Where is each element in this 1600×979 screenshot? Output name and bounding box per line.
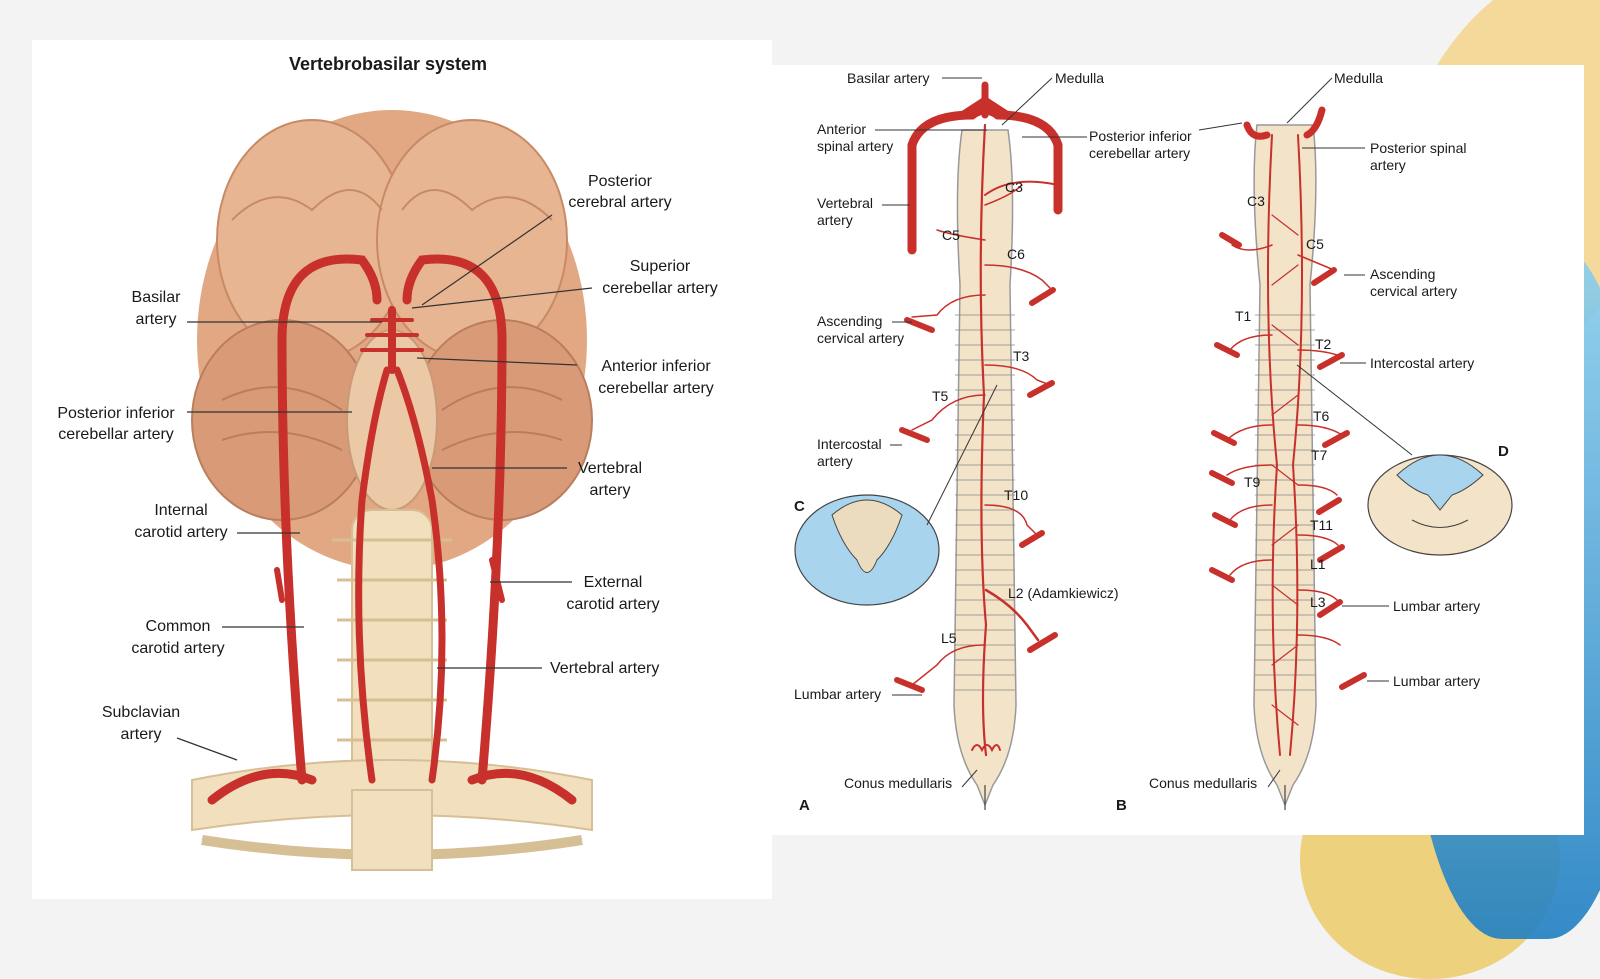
- panel-b-labels: B D Medulla Posterior spinal artery Asce…: [1116, 70, 1509, 814]
- label-posterior-inferior-cerebellar-1: Posterior inferior: [57, 405, 175, 422]
- label-common-carotid-2: carotid artery: [131, 640, 224, 657]
- label-a-pica-1: Posterior inferior: [1089, 128, 1192, 144]
- label-a-ascending-cervical-1: Ascending: [817, 313, 882, 329]
- level-b-c3: C3: [1247, 193, 1265, 209]
- right-leader-lines: [875, 77, 1389, 788]
- spinal-cord-panel: A C Basilar artery Medulla Anterior spin…: [772, 65, 1584, 835]
- level-b-t2: T2: [1315, 336, 1332, 352]
- level-b-t1: T1: [1235, 308, 1252, 324]
- label-vertebral-1: Vertebral: [578, 460, 642, 477]
- level-a-t3: T3: [1013, 348, 1030, 364]
- label-b-ascending-cervical-2: cervical artery: [1370, 283, 1457, 299]
- label-internal-carotid-1: Internal: [154, 502, 207, 519]
- level-a-t5: T5: [932, 388, 949, 404]
- level-b-l1: L1: [1310, 556, 1326, 572]
- level-b-t7: T7: [1311, 447, 1328, 463]
- label-subclavian-1: Subclavian: [102, 704, 180, 721]
- level-b-t9: T9: [1244, 474, 1261, 490]
- level-a-c6: C6: [1007, 246, 1025, 262]
- cross-section-c: [794, 384, 998, 606]
- label-posterior-cerebral-1: Posterior: [588, 173, 653, 190]
- panel-a-labels: A C Basilar artery Medulla Anterior spin…: [794, 70, 1192, 814]
- letter-a: A: [799, 797, 810, 814]
- panel-b-cord: [1253, 124, 1317, 810]
- panel-title: Vertebrobasilar system: [289, 54, 487, 74]
- level-b-t6: T6: [1313, 408, 1330, 424]
- label-b-intercostal-artery: Intercostal artery: [1370, 355, 1474, 371]
- label-a-conus-medullaris: Conus medullaris: [844, 775, 952, 791]
- label-internal-carotid-2: carotid artery: [134, 524, 227, 541]
- label-external-carotid-2: carotid artery: [566, 596, 659, 613]
- cross-section-d: [1296, 364, 1513, 556]
- label-b-posterior-spinal-1: Posterior spinal: [1370, 140, 1467, 156]
- label-superior-cerebellar-1: Superior: [630, 258, 691, 275]
- label-subclavian-2: artery: [121, 726, 162, 743]
- level-a-l5: L5: [941, 630, 957, 646]
- label-vertebral-neck: Vertebral artery: [550, 660, 659, 677]
- label-a-anterior-spinal-2: spinal artery: [817, 138, 893, 154]
- cervical-spine-illustration: [191, 509, 593, 871]
- label-a-medulla: Medulla: [1055, 70, 1104, 86]
- label-superior-cerebellar-2: cerebellar artery: [602, 280, 718, 297]
- label-basilar-2: artery: [136, 311, 177, 328]
- label-common-carotid-1: Common: [146, 618, 211, 635]
- label-basilar-1: Basilar: [132, 289, 182, 306]
- arteries-illustration: [207, 254, 577, 805]
- label-posterior-cerebral-2: cerebral artery: [568, 194, 671, 211]
- letter-c: C: [794, 498, 805, 515]
- label-a-basilar-artery: Basilar artery: [847, 70, 929, 86]
- label-posterior-inferior-cerebellar-2: cerebellar artery: [58, 426, 174, 443]
- label-a-vertebral-2: artery: [817, 212, 853, 228]
- label-b-lumbar-artery-2: Lumbar artery: [1393, 673, 1480, 689]
- level-a-c5: C5: [942, 227, 960, 243]
- panel-b-arteries: [1209, 106, 1367, 756]
- label-a-lumbar-artery: Lumbar artery: [794, 686, 881, 702]
- panel-a-arteries: [894, 81, 1063, 757]
- label-anterior-inferior-cerebellar-1: Anterior inferior: [601, 358, 711, 375]
- label-anterior-inferior-cerebellar-2: cerebellar artery: [598, 380, 714, 397]
- level-a-l2-adamkiewicz: L2 (Adamkiewicz): [1008, 585, 1118, 601]
- label-b-conus-medullaris: Conus medullaris: [1149, 775, 1257, 791]
- label-b-medulla: Medulla: [1334, 70, 1383, 86]
- level-b-t11: T11: [1310, 517, 1333, 533]
- level-a-t10: T10: [1004, 487, 1028, 503]
- label-a-ascending-cervical-2: cervical artery: [817, 330, 904, 346]
- letter-d: D: [1498, 443, 1509, 460]
- spinal-cord-illustration: A C Basilar artery Medulla Anterior spin…: [794, 70, 1513, 814]
- label-b-ascending-cervical-1: Ascending: [1370, 266, 1435, 282]
- leader-lines: [176, 214, 593, 761]
- label-a-anterior-spinal-1: Anterior: [817, 121, 866, 137]
- letter-b: B: [1116, 797, 1127, 814]
- label-vertebral-2: artery: [590, 482, 631, 499]
- label-a-vertebral-1: Vertebral: [817, 195, 873, 211]
- vertebrobasilar-panel: Vertebrobasilar system Posterior cerebra…: [32, 40, 772, 899]
- level-a-c3: C3: [1005, 179, 1023, 195]
- label-b-lumbar-artery-1: Lumbar artery: [1393, 598, 1480, 614]
- label-a-intercostal-2: artery: [817, 453, 853, 469]
- level-b-l3: L3: [1310, 594, 1326, 610]
- panel-a-cord: [953, 129, 1017, 810]
- label-b-posterior-spinal-2: artery: [1370, 157, 1406, 173]
- label-external-carotid-1: External: [584, 574, 643, 591]
- vertebrobasilar-illustration: Vertebrobasilar system Posterior cerebra…: [57, 54, 718, 871]
- label-a-pica-2: cerebellar artery: [1089, 145, 1190, 161]
- label-a-intercostal-1: Intercostal: [817, 436, 882, 452]
- level-b-c5: C5: [1306, 236, 1324, 252]
